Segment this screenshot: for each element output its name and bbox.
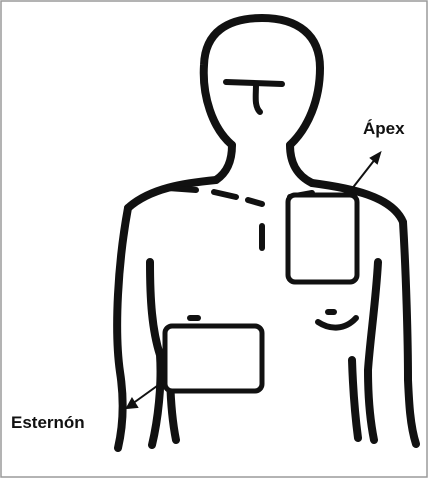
apex-electrode-pad <box>288 195 357 282</box>
sternum-electrode-pad <box>165 326 262 391</box>
sternum-label: Esternón <box>11 414 85 431</box>
apex-label: Ápex <box>363 120 405 137</box>
